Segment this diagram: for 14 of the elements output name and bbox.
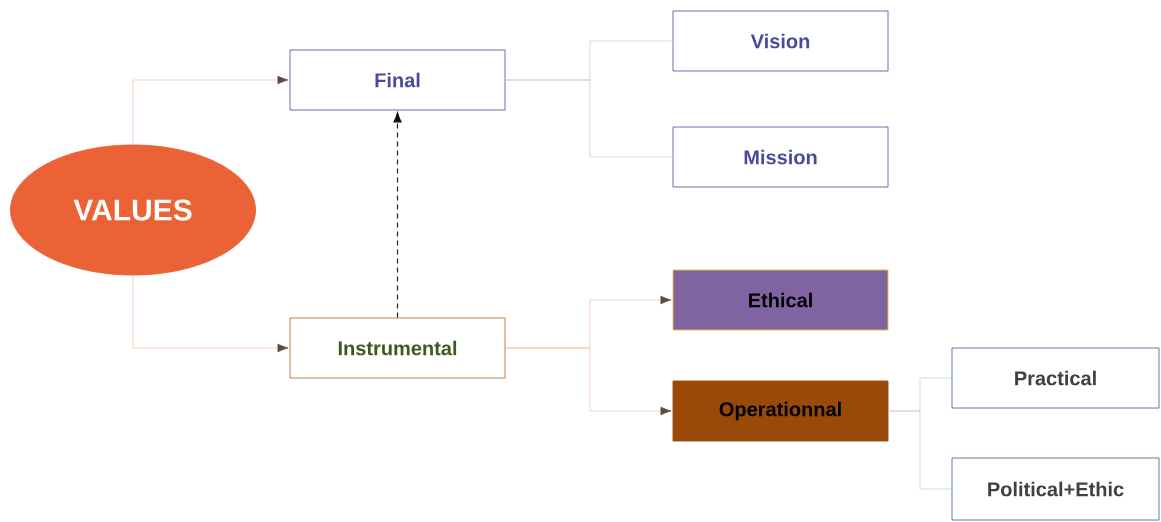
dashed-arrow — [393, 112, 402, 319]
category-box: Final — [289, 49, 506, 111]
connector-arrow — [132, 275, 289, 353]
category-box: Ethical — [672, 269, 889, 331]
category-box: Practical — [951, 347, 1160, 409]
connector-arrow — [132, 75, 289, 145]
connector-line — [505, 79, 673, 158]
connector-line — [888, 410, 952, 490]
category-box: Operationnal — [672, 380, 889, 442]
connector-arrow — [505, 347, 672, 416]
category-box: Mission — [672, 126, 889, 188]
category-box: Instrumental — [289, 317, 506, 379]
category-box: Political+Ethic — [951, 457, 1160, 521]
category-box: Vision — [672, 10, 889, 72]
